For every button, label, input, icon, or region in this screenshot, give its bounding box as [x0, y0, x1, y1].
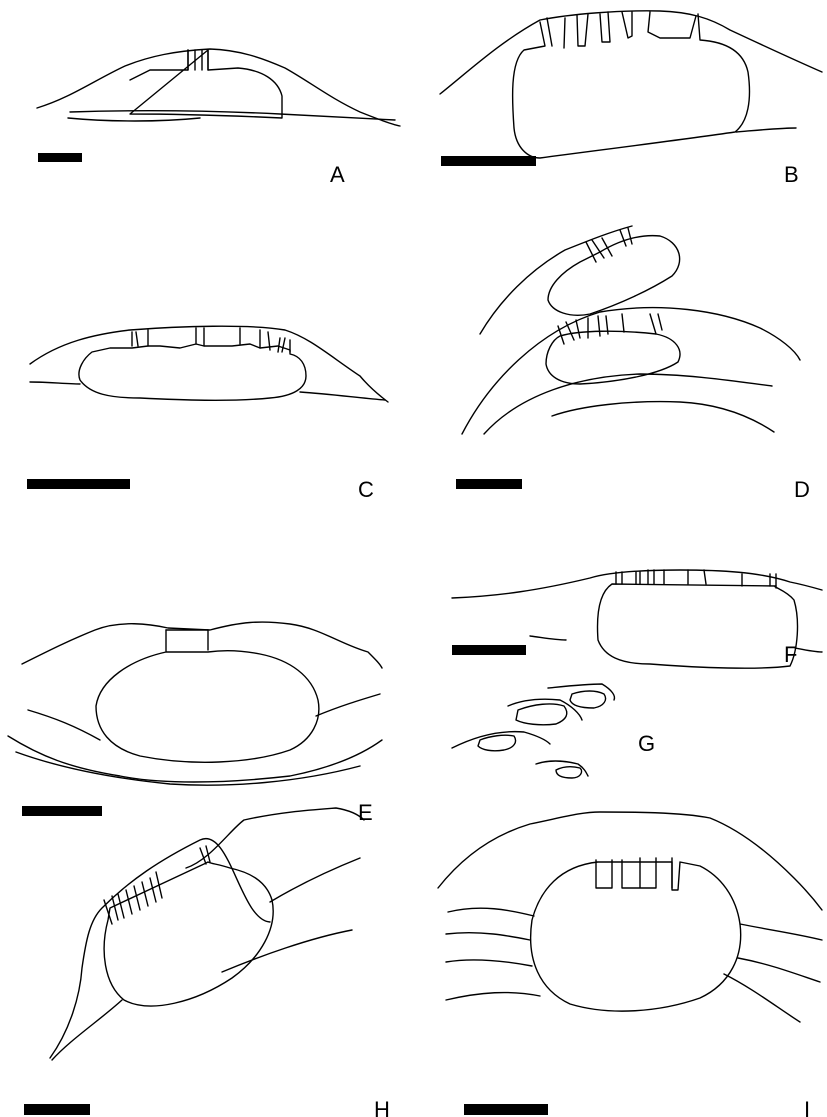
panel-e: E [8, 622, 382, 825]
panel-h-lower-exit [52, 1000, 122, 1060]
panel-b-cavity [513, 14, 750, 158]
panel-a-cavity [130, 50, 282, 118]
panel-f-lower-line [530, 636, 566, 640]
panel-c: C [27, 326, 388, 502]
panel-a-scale-bar [38, 153, 82, 162]
panel-b-septa [547, 12, 696, 48]
panel-b-basal-line [736, 128, 796, 132]
panel-d: D [456, 226, 810, 502]
panel-c-label: C [358, 477, 374, 502]
panel-a: A [37, 49, 400, 187]
panel-e-cavity [96, 630, 319, 762]
panel-i-cavity [531, 862, 741, 1011]
panel-e-scale-bar [22, 806, 102, 816]
panel-d-middle-contour [462, 308, 800, 434]
panel-c-scale-bar [27, 479, 130, 489]
panel-e-label: E [358, 800, 373, 825]
panel-e-outer-contour [22, 622, 382, 668]
panel-h-label: H [374, 1097, 390, 1117]
panel-a-outer-contour [37, 49, 400, 126]
panel-b-scale-bar [441, 156, 536, 166]
panel-d-scale-bar [456, 479, 522, 489]
panel-b-outer-contour [440, 11, 822, 94]
panel-g-cavity-4 [556, 767, 582, 778]
panel-h: H [24, 808, 390, 1117]
panel-f-bottom-right-line [795, 648, 822, 652]
panel-e-bottom-line [16, 752, 360, 785]
panel-i-bottom-left [446, 993, 540, 1000]
panel-c-basal-line-left [30, 382, 80, 384]
panel-d-middle-septa [558, 314, 662, 344]
panel-f-cavity [598, 584, 798, 668]
panel-h-right-line-2 [222, 930, 352, 972]
panel-e-left-lower [8, 736, 382, 782]
panel-c-basal-line-right [300, 392, 385, 400]
panel-e-right-line [316, 694, 380, 716]
panel-d-label: D [794, 477, 810, 502]
panel-f-label: F [784, 642, 797, 667]
panel-e-left-upper [28, 710, 100, 740]
panel-g-label: G [638, 731, 655, 756]
panel-c-cavity [79, 344, 306, 400]
panel-f-scale-bar [452, 645, 526, 655]
panel-a-label: A [330, 162, 345, 187]
panel-i-label: I [804, 1097, 810, 1117]
panel-c-outer-contour [30, 326, 388, 402]
panel-g-cavity-2 [516, 704, 567, 725]
panel-d-bottom-curve [552, 402, 774, 432]
panel-g-contour-3 [452, 732, 550, 748]
panel-h-outer-contour [50, 839, 270, 1058]
panel-d-lower-line [484, 374, 772, 434]
panel-h-right-line-1 [270, 858, 360, 902]
panel-b: B [440, 11, 822, 187]
panel-a-basal-line-2 [68, 118, 200, 121]
panel-i-left-lines [446, 908, 534, 966]
panel-h-scale-bar [24, 1104, 90, 1115]
panel-f: F [452, 570, 822, 668]
panel-h-upper-line [186, 808, 364, 868]
panel-h-septa [104, 846, 210, 924]
panel-i: I [438, 812, 822, 1117]
panel-g-cavity-1 [570, 691, 606, 708]
panel-g-cavity-3 [478, 735, 516, 751]
panel-i-scale-bar [464, 1104, 548, 1115]
panel-g: G [452, 684, 655, 778]
panel-i-right-lines [724, 924, 822, 1022]
panel-i-outer-contour [438, 812, 822, 910]
panel-d-upper-cavity [548, 236, 680, 316]
panel-c-septa [132, 328, 290, 352]
panel-b-label: B [784, 162, 799, 187]
